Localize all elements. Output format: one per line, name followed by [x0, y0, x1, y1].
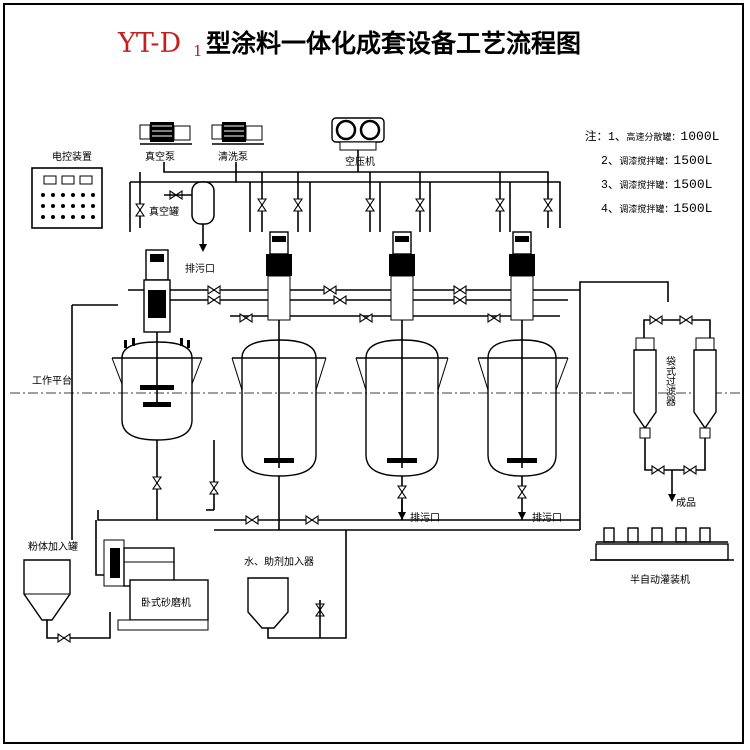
- sand-mill-label: 卧式砂磨机: [141, 596, 191, 609]
- drain-right-label: 排污口: [532, 511, 562, 524]
- note-2: 2、调漆搅拌罐：1500L: [601, 153, 712, 168]
- powder-feed-label: 粉体加入罐: [28, 540, 78, 553]
- horizontal-sand-mill: 卧式砂磨机: [95, 520, 209, 631]
- title-model-prefix: YT-D: [117, 28, 181, 59]
- diagram-title: YT-D 1 型涂料一体化成套设备工艺流程图: [117, 28, 581, 60]
- powder-feed-hopper: 粉体加入罐: [23, 540, 111, 643]
- notes-block: 注：1、高速分散罐：1000L 2、调漆搅拌罐：1500L 3、调漆搅拌罐：15…: [585, 129, 719, 216]
- diagram-border: [3, 3, 744, 744]
- water-additive-feeder: 水、助剂加入器: [244, 530, 347, 639]
- title-text: 型涂料一体化成套设备工艺流程图: [206, 29, 581, 58]
- top-piping: [129, 150, 561, 232]
- note-1: 注：1、高速分散罐：1000L: [585, 129, 719, 144]
- vacuum-buffer-label: 真空罐: [149, 205, 179, 218]
- air-compressor: 空压机: [331, 117, 385, 168]
- title-model-subscript: 1: [193, 42, 203, 60]
- cleaning-pump-label: 清洗泵: [218, 150, 248, 163]
- work-platform-label: 工作平台: [32, 374, 72, 387]
- vacuum-pump-label: 真空泵: [145, 150, 175, 163]
- filter-label: 袋式过滤器: [664, 355, 676, 407]
- filling-machine: 半自动灌装机: [590, 527, 734, 586]
- control-panel: 电控装置: [31, 150, 103, 229]
- drain-mid-label: 排污口: [410, 511, 440, 524]
- filling-machine-label: 半自动灌装机: [630, 573, 690, 586]
- note-3: 3、调漆搅拌罐：1500L: [601, 177, 712, 192]
- drain-top-label: 排污口: [185, 262, 215, 275]
- water-additive-label: 水、助剂加入器: [244, 555, 314, 568]
- control-panel-label: 电控装置: [52, 150, 92, 163]
- high-speed-disperser-tank: [111, 249, 203, 520]
- product-label: 成品: [676, 497, 696, 509]
- cleaning-pump: 清洗泵: [211, 122, 264, 163]
- note-4: 4、调漆搅拌罐：1500L: [601, 201, 712, 216]
- work-platform: 工作平台: [10, 374, 740, 394]
- mixing-tank-4: [477, 231, 569, 500]
- mixing-tank-2: [231, 231, 327, 530]
- bottom-piping: 排污口 排污口: [97, 281, 669, 531]
- vacuum-pump: 真空泵: [139, 122, 192, 163]
- vacuum-buffer-tank: 真空罐 排污口: [149, 181, 215, 275]
- air-compressor-label: 空压机: [345, 155, 375, 168]
- mixing-tank-3: [355, 231, 449, 500]
- bag-filter: 袋式过滤器 成品: [633, 315, 717, 509]
